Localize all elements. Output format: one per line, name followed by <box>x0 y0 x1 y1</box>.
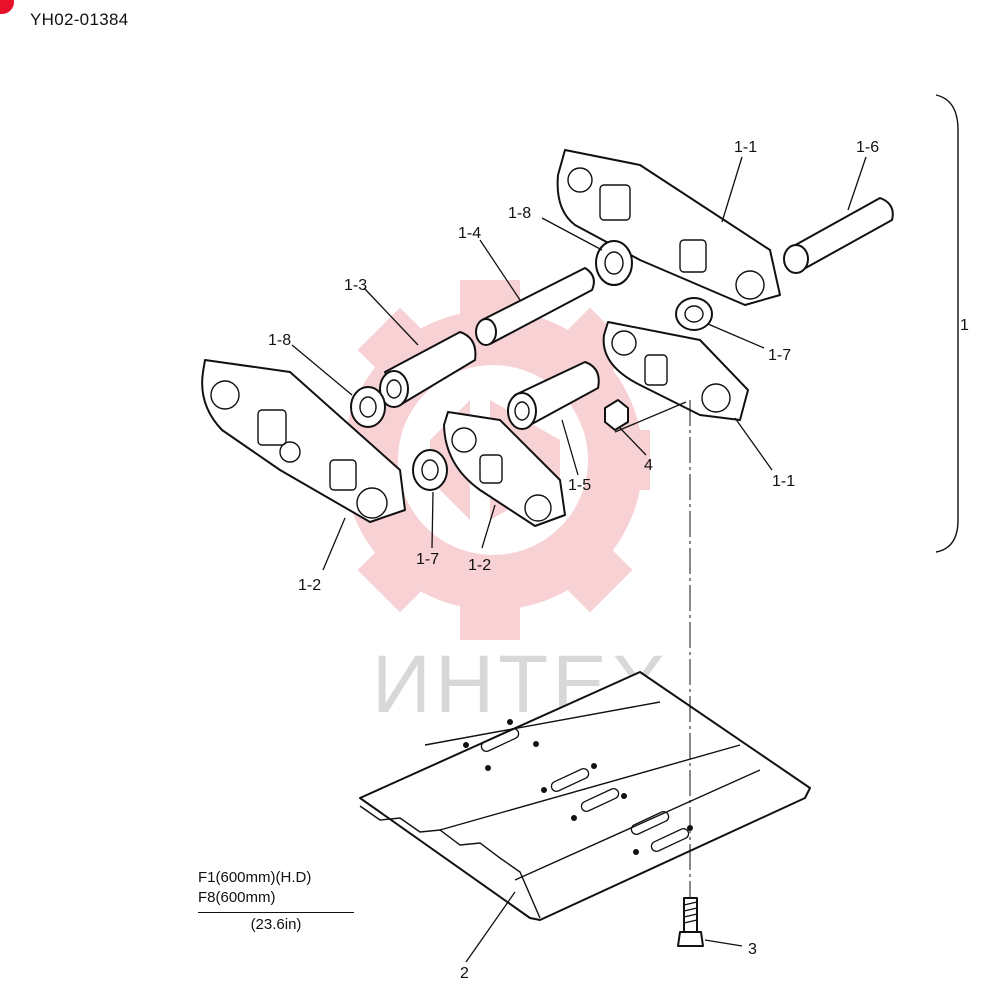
callout-bolt-3: 3 <box>748 941 757 958</box>
callout-link-1-2-a: 1-2 <box>298 577 321 594</box>
leader-lines <box>291 156 867 963</box>
bushing-1-5 <box>507 361 600 430</box>
assembly-bracket <box>935 94 959 553</box>
callout-nut-4: 4 <box>644 457 653 474</box>
spec-line-2: F8(600mm) <box>198 889 276 906</box>
callout-assembly: 1 <box>960 317 969 334</box>
pin-1-4 <box>475 267 595 346</box>
callout-seal-1-7-a: 1-7 <box>768 347 791 364</box>
bolt-3 <box>677 897 704 947</box>
link-1-2-left <box>201 359 406 523</box>
callout-link-1-2-b: 1-2 <box>468 557 491 574</box>
spacer-1-8-left <box>350 386 386 428</box>
callout-shoe-2: 2 <box>460 965 469 982</box>
track-shoe-2 <box>359 671 811 921</box>
callout-bushing-1-3: 1-3 <box>344 277 367 294</box>
callout-link-1-1-b: 1-1 <box>772 473 795 490</box>
spacer-1-8-upper <box>595 240 633 286</box>
spec-line-3: (23.6in) <box>250 916 302 933</box>
spec-line-1: F1(600mm)(H.D) <box>198 869 312 886</box>
nut-4 <box>604 399 629 431</box>
document-code: YH02-01384 <box>30 10 129 29</box>
callout-bushing-1-5: 1-5 <box>568 477 591 494</box>
spec-divider <box>198 912 354 913</box>
callout-spacer-1-8-b: 1-8 <box>268 332 291 349</box>
link-1-2-inner <box>443 411 566 527</box>
callout-link-1-1-a: 1-1 <box>734 139 757 156</box>
callout-spacer-1-8-a: 1-8 <box>508 205 531 222</box>
link-1-1-lower <box>602 321 749 421</box>
pin-1-6 <box>783 197 894 274</box>
shoe-spec-block: F1(600mm)(H.D) F8(600mm) (23.6in) <box>198 868 354 935</box>
seal-1-7-left <box>412 449 448 491</box>
callout-pin-1-6: 1-6 <box>856 139 879 156</box>
link-1-1-upper <box>556 149 781 306</box>
callout-pin-1-4: 1-4 <box>458 225 481 242</box>
callout-seal-1-7-b: 1-7 <box>416 551 439 568</box>
seal-1-7-upper <box>675 297 713 331</box>
bushing-1-3 <box>379 331 477 408</box>
